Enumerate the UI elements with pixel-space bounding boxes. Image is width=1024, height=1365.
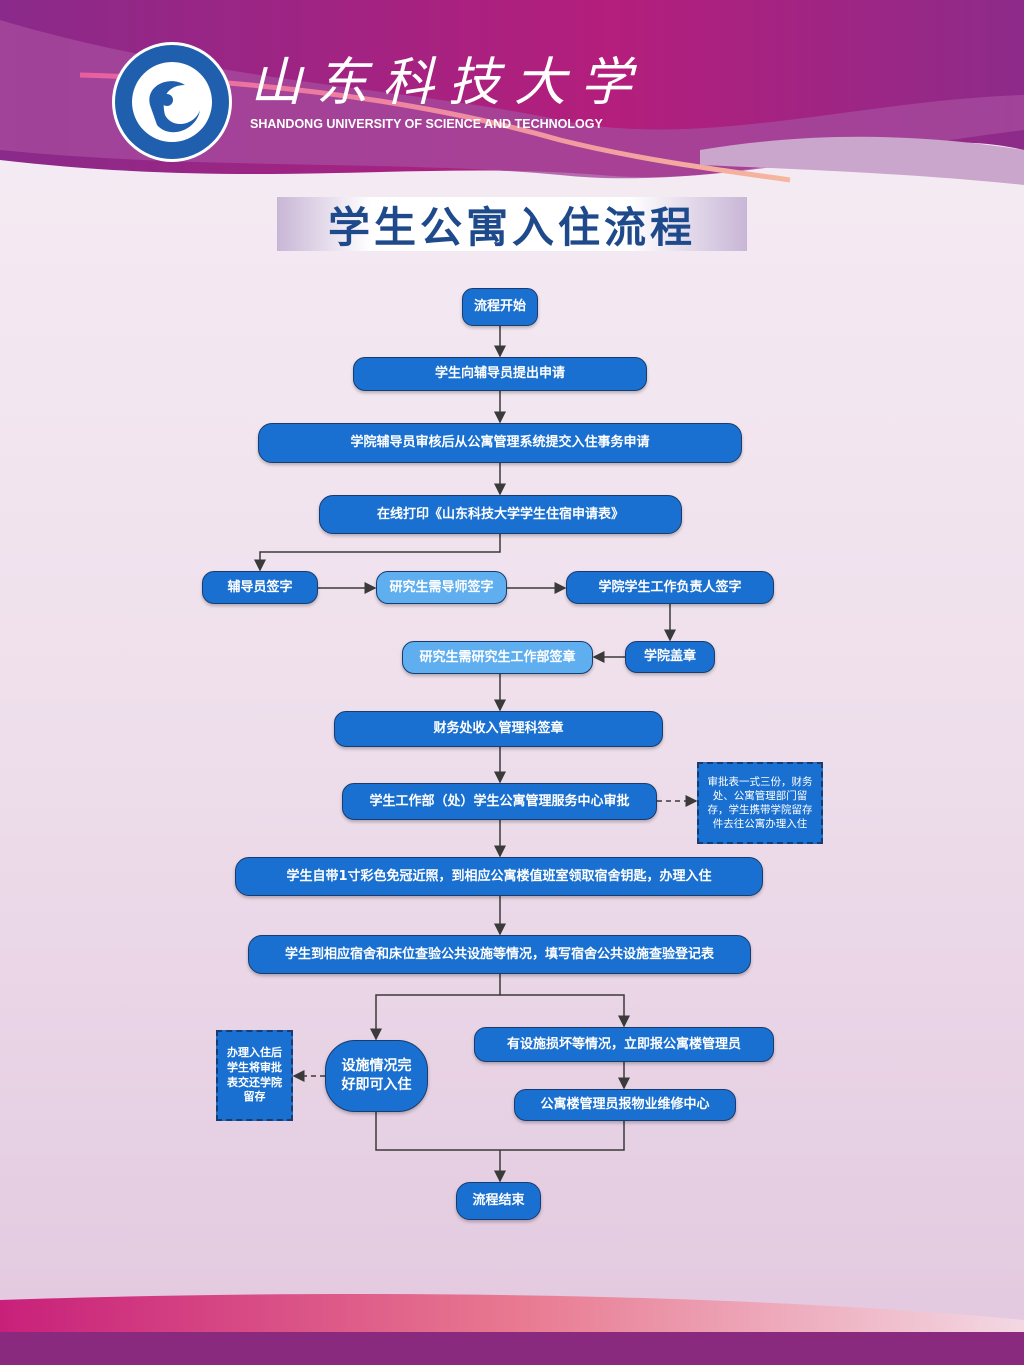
step-finance-stamp: 财务处收入管理科签章 <box>334 711 663 747</box>
step-college-leader-sign: 学院学生工作负责人签字 <box>566 571 774 604</box>
title-banner: 学生公寓入住流程 <box>277 197 747 252</box>
step-counselor-sign: 辅导员签字 <box>202 571 318 604</box>
step-check-facilities: 学生到相应宿舍和床位查验公共设施等情况，填写宿舍公共设施查验登记表 <box>248 935 751 974</box>
step-print-form: 在线打印《山东科技大学学生住宿申请表》 <box>319 495 682 534</box>
step-apply-counselor: 学生向辅导员提出申请 <box>353 357 647 391</box>
step-get-keys: 学生自带1寸彩色免冠近照，到相应公寓楼值班室领取宿舍钥匙，办理入住 <box>235 857 763 896</box>
step-supervisor-sign: 研究生需导师签字 <box>376 571 507 604</box>
step-graduate-dept-stamp: 研究生需研究生工作部签章 <box>402 641 593 674</box>
university-name-cn: 山东科技大学 <box>250 53 647 113</box>
flow-start: 流程开始 <box>462 288 538 326</box>
note-return-form: 办理入住后学生将审批表交还学院留存 <box>216 1030 293 1121</box>
step-college-stamp: 学院盖章 <box>625 641 715 673</box>
university-logo <box>112 42 232 162</box>
step-facilities-ok: 设施情况完好即可入住 <box>325 1040 428 1112</box>
note-approval-copies: 审批表一式三份，财务处、公寓管理部门留存，学生携带学院留存件去往公寓办理入住 <box>697 762 823 844</box>
page-title: 学生公寓入住流程 <box>327 202 696 252</box>
step-report-damage: 有设施损坏等情况，立即报公寓楼管理员 <box>474 1027 774 1062</box>
step-repair-center: 公寓楼管理员报物业维修中心 <box>514 1089 736 1121</box>
university-name-en: SHANDONG UNIVERSITY OF SCIENCE AND TECHN… <box>250 117 603 131</box>
step-center-approval: 学生工作部（处）学生公寓管理服务中心审批 <box>342 783 657 820</box>
flow-end: 流程结束 <box>456 1182 541 1220</box>
step-submit-system: 学院辅导员审核后从公寓管理系统提交入住事务申请 <box>258 423 742 463</box>
